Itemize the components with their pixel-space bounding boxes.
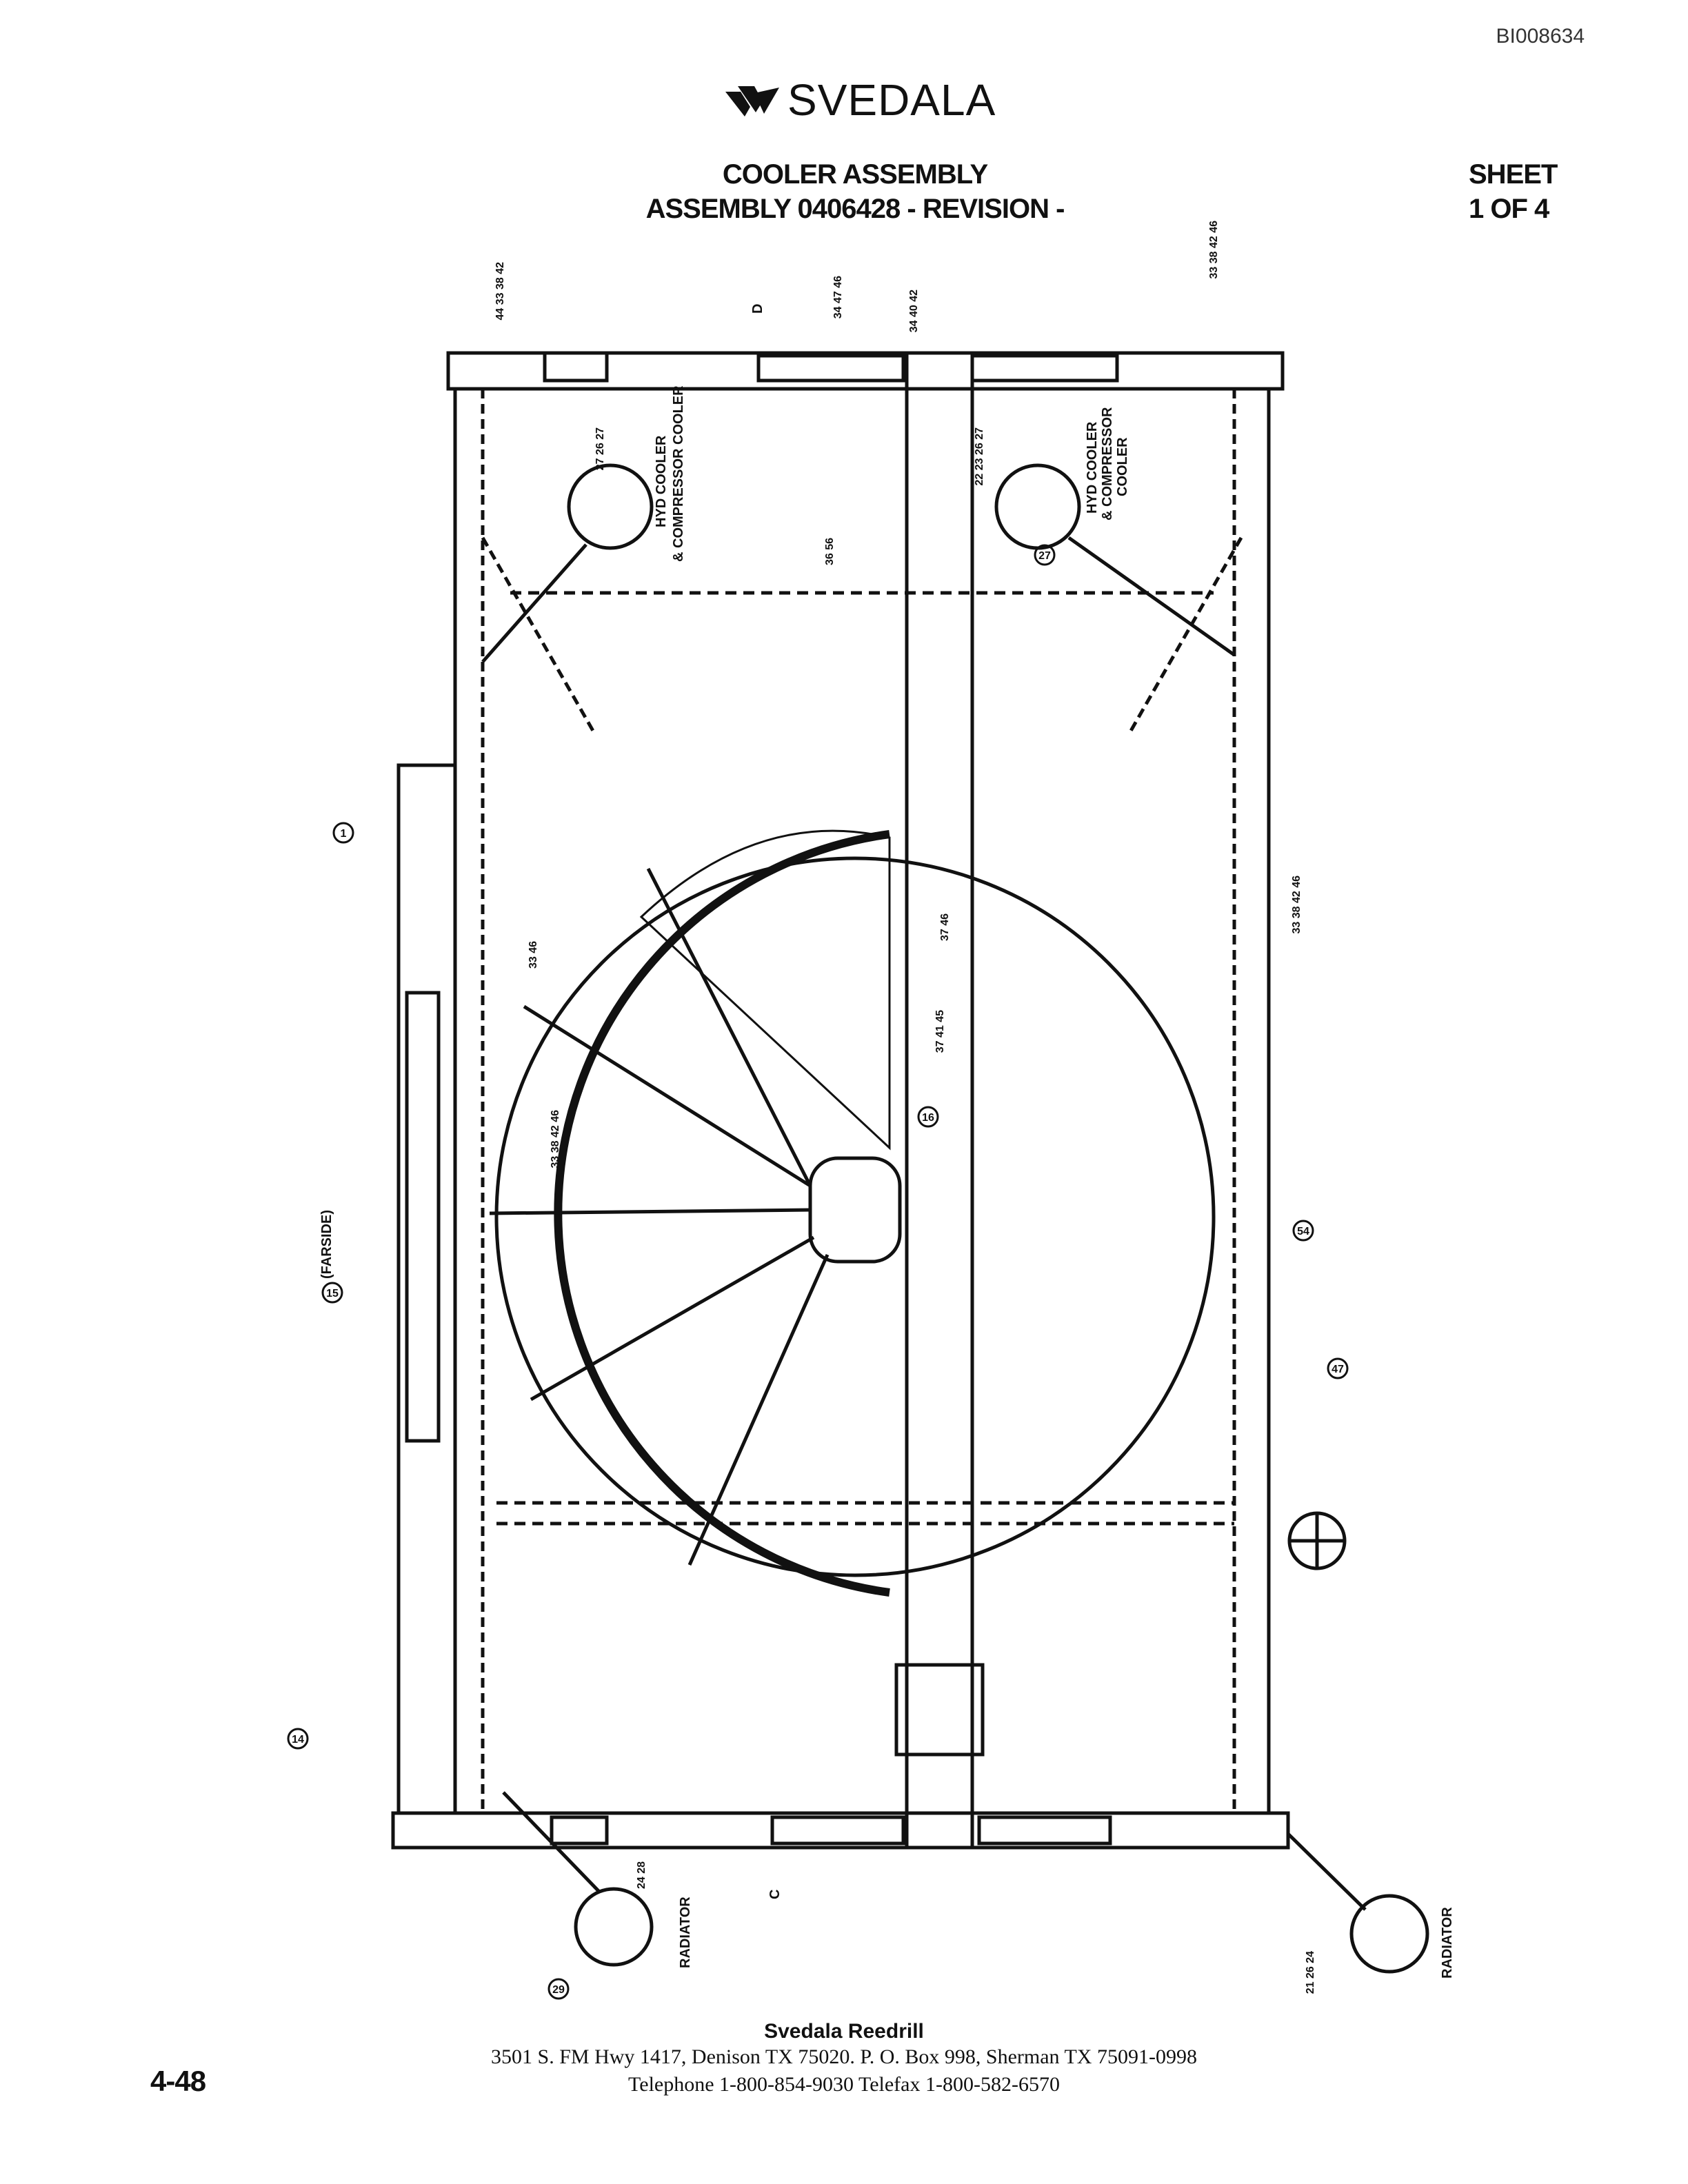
callout-stack-left-upper: 33 46 bbox=[528, 941, 539, 969]
callout-14: 14 bbox=[292, 1734, 304, 1746]
leader-line bbox=[502, 1791, 601, 1894]
page-number: 4-48 bbox=[150, 2065, 206, 2097]
fan-spoke bbox=[523, 1004, 812, 1188]
label-hyd-cooler-left-2: & COMPRESSOR COOLER bbox=[671, 385, 686, 562]
callout-bubble bbox=[321, 1282, 343, 1304]
document-id: BI008634 bbox=[1496, 25, 1585, 48]
callout-54: 54 bbox=[1297, 1226, 1309, 1237]
callout-stack-mid-b: 37 46 bbox=[939, 913, 951, 941]
callout-bubble bbox=[1292, 1220, 1314, 1242]
page-footer: Svedala Reedrill 3501 S. FM Hwy 1417, De… bbox=[0, 2020, 1688, 2099]
callouts: 1 14 15 16 54 47 29 27 44 33 38 42 34 47… bbox=[287, 221, 1349, 2000]
left-side-header bbox=[405, 991, 441, 1443]
callout-bubble bbox=[917, 1106, 939, 1128]
label-hyd-cooler-right-2: & COMPRESSOR bbox=[1100, 407, 1115, 520]
label-hyd-cooler-left-1: HYD COOLER bbox=[654, 435, 669, 527]
callout-15: 15 bbox=[326, 1288, 339, 1300]
callout-stack-left-cooler: 27 26 27 bbox=[594, 427, 606, 470]
bottom-plate-right bbox=[977, 1815, 1112, 1846]
fan-spoke bbox=[687, 1253, 830, 1566]
callout-stack-left-side: 33 38 42 46 bbox=[550, 1110, 561, 1169]
svedala-logo-icon bbox=[725, 86, 779, 117]
callout-stack-top-right: 33 38 42 46 bbox=[1208, 221, 1220, 279]
label-radiator-right: RADIATOR bbox=[1440, 1907, 1455, 1979]
top-plate-right bbox=[970, 354, 1119, 383]
callout-stack-top-left: 44 33 38 42 bbox=[494, 262, 506, 321]
sheet-count: 1 OF 4 bbox=[1469, 194, 1549, 224]
leader-line bbox=[1067, 536, 1236, 657]
callout-16: 16 bbox=[922, 1112, 934, 1124]
footer-phone: Telephone 1-800-854-9030 Telefax 1-800-5… bbox=[628, 2073, 1060, 2096]
callout-stack-mid-c: 37 41 45 bbox=[934, 1010, 946, 1053]
leader-line bbox=[1287, 1832, 1367, 1911]
callout-bubble bbox=[287, 1728, 309, 1750]
detail-circle-left-cooler bbox=[567, 463, 654, 550]
callout-stack-top-mid2: 34 40 42 bbox=[908, 290, 920, 332]
bottom-beam-block bbox=[894, 1663, 985, 1757]
drawing-title: COOLER ASSEMBLY ASSEMBLY 0406428 - REVIS… bbox=[0, 157, 1688, 226]
callout-stack-rad-right: 21 26 24 bbox=[1305, 1951, 1316, 1994]
label-hyd-cooler-right-1: HYD COOLER bbox=[1085, 421, 1100, 514]
fan-spoke bbox=[530, 1235, 815, 1402]
fan-spoke bbox=[489, 1208, 811, 1215]
detail-circle-right-cooler bbox=[994, 463, 1081, 550]
brace-dashed bbox=[481, 536, 595, 732]
bottom-plate-left bbox=[550, 1815, 609, 1846]
brand-name: SVEDALA bbox=[787, 75, 996, 125]
title-line-1: COOLER ASSEMBLY bbox=[722, 159, 988, 190]
callout-bubble bbox=[1034, 544, 1056, 566]
section-marker-d: D bbox=[750, 304, 765, 314]
brace-dashed bbox=[1129, 536, 1243, 732]
fan-blade-hatch bbox=[639, 829, 891, 1151]
title-line-2: ASSEMBLY 0406428 - REVISION - bbox=[645, 194, 1065, 224]
callout-bubble bbox=[547, 1978, 570, 2000]
top-plate-mid bbox=[756, 354, 905, 383]
leader-line bbox=[481, 543, 587, 663]
callout-stack-mid-a: 36 56 bbox=[824, 538, 836, 565]
callout-29: 29 bbox=[552, 1984, 565, 1996]
callout-stack-right-side: 33 38 42 46 bbox=[1291, 876, 1303, 934]
brand-logo: SVEDALA bbox=[724, 74, 996, 125]
footer-company: Svedala Reedrill bbox=[764, 2020, 924, 2043]
detail-circle-left-radiator bbox=[574, 1887, 654, 1967]
fan-shroud-ring bbox=[494, 856, 1216, 1577]
callout-stack-rad-left: 24 28 bbox=[636, 1861, 647, 1889]
left-side-tank bbox=[396, 763, 457, 1815]
fan-hub bbox=[808, 1156, 902, 1264]
detail-circle-right-radiator bbox=[1349, 1894, 1429, 1974]
sheet-label: SHEET bbox=[1469, 159, 1558, 190]
callout-47: 47 bbox=[1332, 1364, 1344, 1375]
callout-stack-right-cooler: 22 23 26 27 bbox=[974, 427, 985, 486]
footer-address: 3501 S. FM Hwy 1417, Denison TX 75020. P… bbox=[491, 2045, 1197, 2068]
label-radiator-left: RADIATOR bbox=[678, 1897, 693, 1968]
callout-27: 27 bbox=[1038, 550, 1051, 562]
callout-bubble bbox=[1327, 1357, 1349, 1379]
frame-top-rail bbox=[446, 351, 1285, 391]
diagram-labels: HYD COOLER & COMPRESSOR COOLER HYD COOLE… bbox=[319, 304, 1455, 1979]
label-hyd-cooler-right-3: COOLER bbox=[1115, 437, 1130, 496]
section-marker-c: C bbox=[767, 1890, 783, 1899]
fan-spoke bbox=[646, 867, 812, 1187]
label-farside: (FARSIDE) bbox=[319, 1210, 334, 1279]
bottom-plate-mid bbox=[770, 1815, 905, 1846]
callout-stack-top-mid: 34 47 46 bbox=[832, 276, 844, 318]
callout-bubble bbox=[332, 822, 354, 844]
top-plate-left bbox=[543, 351, 609, 383]
callout-1: 1 bbox=[341, 828, 347, 840]
sheet-indicator: SHEET 1 OF 4 bbox=[1469, 157, 1558, 226]
frame-bottom-rail bbox=[391, 1811, 1290, 1850]
